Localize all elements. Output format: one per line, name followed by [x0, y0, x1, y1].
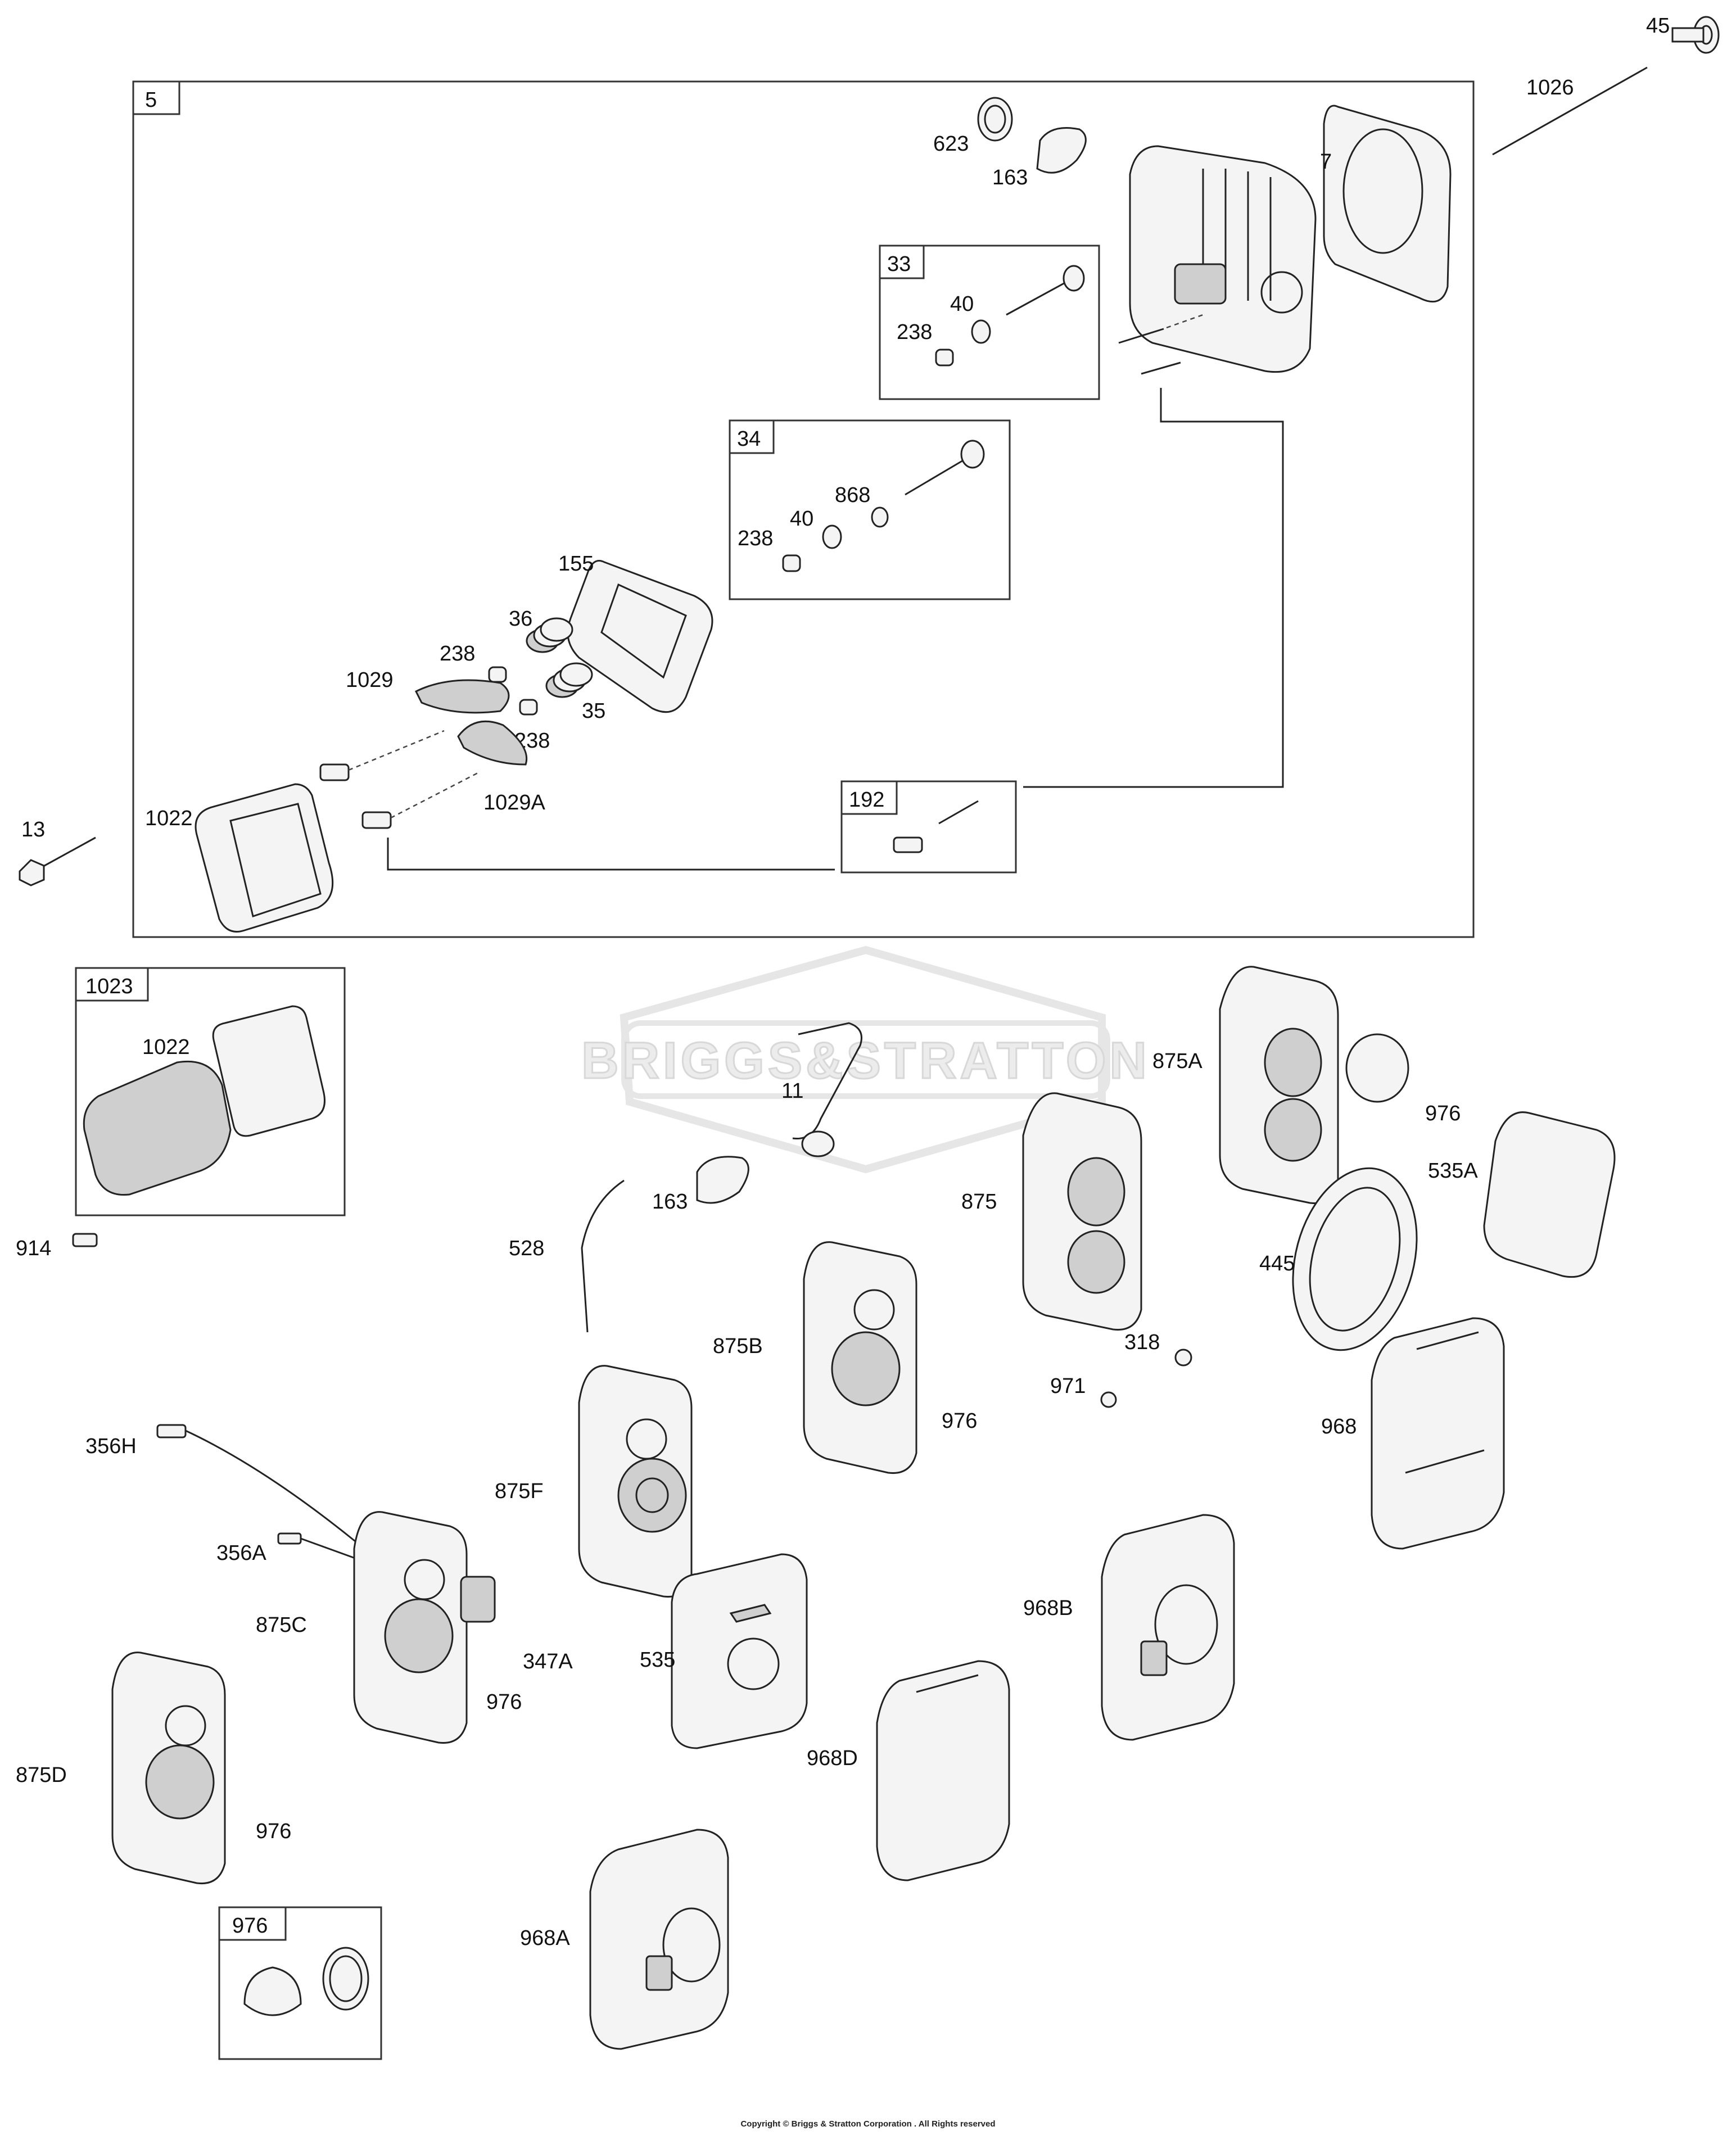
part-875D-base: [111, 1652, 226, 1885]
part-528-hose: [581, 1179, 625, 1333]
label-976-875D: 976: [256, 1820, 291, 1843]
label-875F: 875F: [495, 1480, 544, 1503]
part-535A-prefilter: [1483, 1111, 1616, 1278]
label-976-875C: 976: [486, 1690, 522, 1714]
label-347A: 347A: [523, 1650, 573, 1673]
part-valve-cover: [83, 1060, 232, 1196]
label-535A: 535A: [1428, 1159, 1478, 1183]
box-label-192: 192: [849, 788, 884, 812]
part-cylinder-head: [1129, 145, 1317, 373]
part-968-cover: [1371, 1317, 1505, 1550]
label-13: 13: [21, 818, 45, 841]
label-1029A: 1029A: [483, 791, 546, 815]
label-7: 7: [1320, 150, 1332, 174]
label-1029: 1029: [346, 668, 394, 692]
label-868: 868: [835, 483, 870, 507]
label-1026: 1026: [1526, 76, 1574, 99]
label-528: 528: [509, 1237, 544, 1260]
box-label-5: 5: [145, 88, 157, 112]
label-914: 914: [16, 1237, 51, 1260]
part-7-head-gasket: [1323, 105, 1452, 303]
label-968D: 968D: [807, 1747, 858, 1770]
label-971: 971: [1050, 1374, 1086, 1398]
part-13-bolt: [19, 836, 96, 886]
part-36-spring: [526, 617, 573, 653]
label-238-rocker-top: 238: [440, 642, 475, 666]
label-163-lower: 163: [652, 1190, 688, 1214]
box-label-976: 976: [232, 1914, 268, 1938]
part-163-gasket-lower: [696, 1156, 749, 1204]
part-163-gasket: [1036, 127, 1087, 174]
label-976-875A: 976: [1425, 1102, 1461, 1125]
part-445-filter: [1292, 1167, 1418, 1351]
box-label-34: 34: [737, 427, 761, 451]
part-1022-gasket-kit: [212, 1005, 326, 1137]
label-875A: 875A: [1152, 1049, 1202, 1073]
watermark-logo: BRIGGS&STRATTON: [581, 945, 1150, 1174]
label-1022-frame: 1022: [145, 807, 193, 830]
label-875B: 875B: [713, 1334, 763, 1358]
label-318: 318: [1124, 1331, 1160, 1354]
part-971-screw: [1100, 1391, 1117, 1408]
label-40-mid: 40: [790, 507, 813, 531]
label-875C: 875C: [256, 1613, 307, 1637]
part-875-base: [1022, 1092, 1142, 1331]
part-968D-cover: [876, 1660, 1010, 1881]
part-623-seal: [977, 97, 1013, 142]
part-875B-base: [803, 1241, 917, 1474]
part-1029A-rocker-arm: [457, 720, 528, 766]
box-33: [879, 245, 1100, 400]
part-45-cap: [1671, 16, 1720, 54]
part-875F-base: [578, 1365, 693, 1598]
part-868-seal: [871, 506, 889, 528]
label-976-875B: 976: [942, 1409, 977, 1433]
box-976: [218, 1906, 382, 2060]
label-875: 875: [961, 1190, 997, 1214]
part-35-spring: [545, 662, 593, 698]
part-968B-cover: [1101, 1514, 1235, 1741]
label-968B: 968B: [1023, 1596, 1073, 1620]
part-40-seal: [971, 319, 991, 344]
box-34: [729, 419, 1011, 600]
part-238-keeper: [935, 349, 954, 367]
label-11: 11: [781, 1079, 803, 1103]
label-45: 45: [1646, 14, 1670, 38]
label-968: 968: [1321, 1415, 1357, 1438]
part-875A-base: [1219, 966, 1409, 1205]
label-238-mid: 238: [738, 527, 773, 550]
label-238-top: 238: [897, 320, 932, 344]
label-875D: 875D: [16, 1763, 67, 1787]
part-318-nut: [1174, 1349, 1192, 1367]
label-36: 36: [509, 607, 532, 631]
label-623: 623: [933, 132, 969, 156]
box-192: [840, 780, 1017, 874]
part-347A: [460, 1576, 496, 1623]
box-label-1023: 1023: [85, 975, 133, 998]
label-155: 155: [558, 552, 594, 576]
frame-5: [132, 80, 1475, 938]
part-968A-cover: [589, 1829, 729, 2050]
label-1022-kit: 1022: [142, 1035, 190, 1059]
watermark-text: BRIGGS&STRATTON: [581, 1032, 1150, 1089]
part-875C-base: [353, 1511, 496, 1744]
part-914-screw: [72, 1233, 98, 1247]
box-1023: [75, 967, 346, 1216]
box-label-33: 33: [887, 252, 911, 276]
label-968A: 968A: [520, 1926, 570, 1950]
label-445: 445: [1259, 1252, 1295, 1275]
label-40-top: 40: [950, 292, 974, 316]
part-155-gasket: [567, 560, 713, 713]
part-1029-rocker-arm: [414, 679, 510, 714]
part-976-fitting: [243, 1966, 302, 2016]
copyright-notice: Copyright © Briggs & Stratton Corporatio…: [740, 2119, 996, 2129]
label-163-top: 163: [992, 166, 1028, 189]
label-356H: 356H: [85, 1435, 137, 1458]
part-40-seal-b: [822, 524, 842, 549]
label-535: 535: [640, 1648, 675, 1672]
part-1026-pushrod: [1492, 66, 1648, 156]
label-35: 35: [582, 699, 605, 723]
part-535-prefilter: [671, 1553, 808, 1749]
label-356A: 356A: [216, 1541, 266, 1565]
